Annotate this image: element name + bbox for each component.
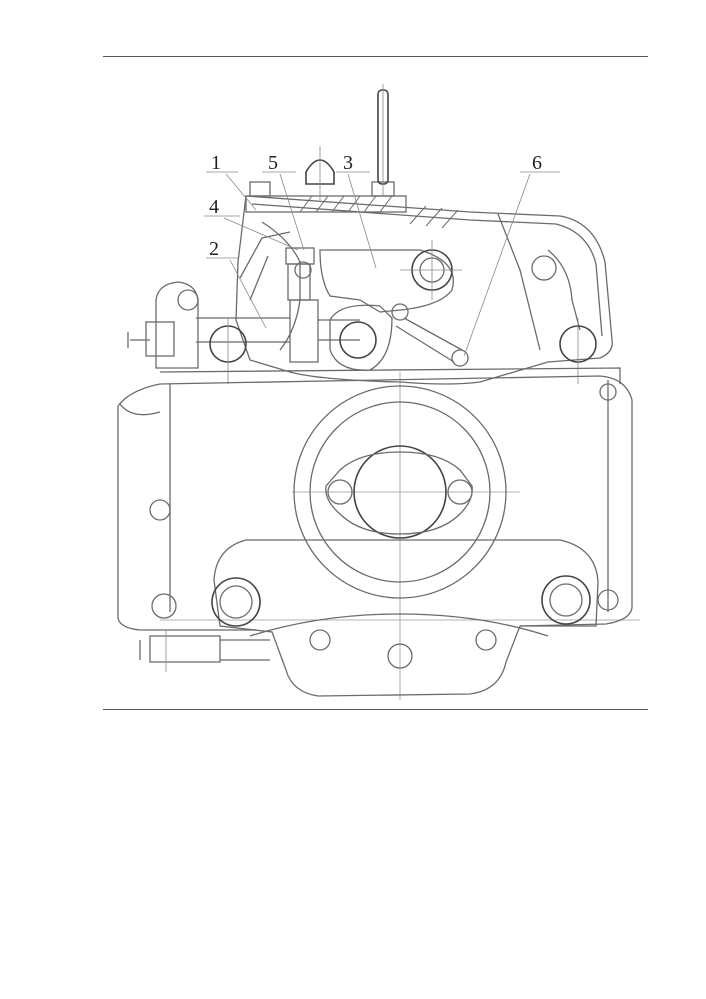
top-plate [245,181,459,229]
lever-arm [319,240,462,313]
main-body [117,367,633,631]
leader-lines [204,171,560,357]
link-bar [329,303,469,371]
callout-labels: 1 5 3 6 4 2 [209,152,542,260]
servo-linkage [196,221,360,363]
top-rule [103,56,648,57]
lower-mount [211,539,599,697]
lower-left-bolt [139,630,270,672]
callout-4: 4 [209,196,219,218]
callout-2: 2 [209,238,219,260]
callout-3: 3 [343,152,353,174]
dome-nut [305,146,335,200]
left-bracket [127,281,199,369]
main-flange [293,385,507,599]
callout-1: 1 [211,152,221,174]
callout-5: 5 [268,152,278,174]
bottom-rule [103,709,648,710]
center-axes [160,372,640,700]
housing-bolts [177,255,597,384]
callout-6: 6 [532,152,542,174]
upper-housing [235,195,613,385]
control-rod [377,84,389,196]
